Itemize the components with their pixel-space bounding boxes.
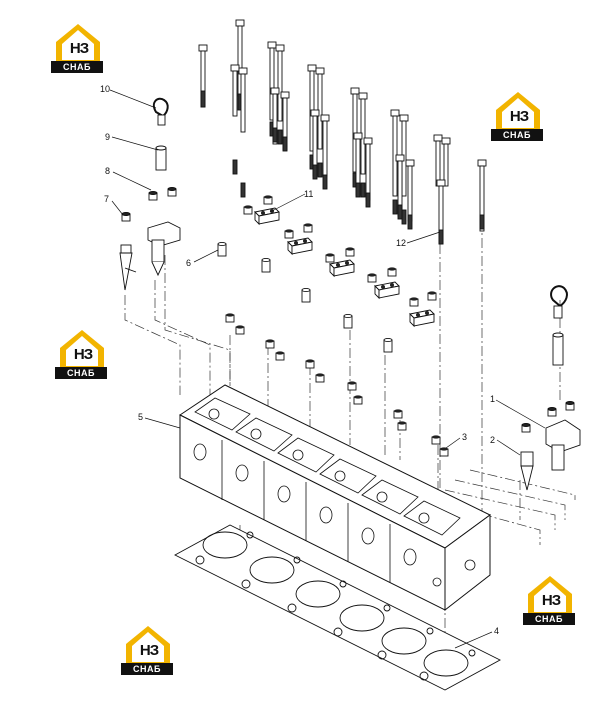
logo-name: СНАБ xyxy=(523,613,575,625)
logo-name: СНАБ xyxy=(55,367,107,379)
logo-mark: НЗ xyxy=(139,642,159,659)
logo-mark: НЗ xyxy=(509,108,529,125)
head-bolts xyxy=(198,19,487,245)
sleeves xyxy=(217,241,393,353)
valve-bridges xyxy=(243,194,437,327)
leader-lines xyxy=(109,89,546,649)
callout-12: 12 xyxy=(396,238,406,248)
brand-logo-top-right: НЗ СНАБ xyxy=(488,88,548,146)
head-gasket xyxy=(174,524,501,691)
logo-mark: НЗ xyxy=(73,346,93,363)
logo-name: СНАБ xyxy=(51,61,103,73)
cylinder-head xyxy=(179,384,491,612)
callout-4: 4 xyxy=(494,626,499,636)
brand-logo-bottom-left: НЗ СНАБ xyxy=(118,622,178,680)
callout-7: 7 xyxy=(104,194,109,204)
callout-10: 10 xyxy=(100,84,110,94)
brand-logo-bottom-right: НЗ СНАБ xyxy=(520,572,580,630)
logo-name: СНАБ xyxy=(491,129,543,141)
callout-2: 2 xyxy=(490,435,495,445)
callout-9: 9 xyxy=(105,132,110,142)
callout-6: 6 xyxy=(186,258,191,268)
left-injector-assembly xyxy=(119,97,181,291)
callout-1: 1 xyxy=(490,394,495,404)
brand-logo-mid-left: НЗ СНАБ xyxy=(52,326,112,384)
callout-11: 11 xyxy=(304,189,313,199)
logo-mark: НЗ xyxy=(541,592,561,609)
logo-name: СНАБ xyxy=(121,663,173,675)
brand-logo-top-left: НЗ СНАБ xyxy=(48,20,108,78)
callout-8: 8 xyxy=(105,166,110,176)
callout-labels: 1 2 3 4 5 6 7 8 9 10 11 12 xyxy=(100,84,499,636)
callout-3: 3 xyxy=(462,432,467,442)
right-injector-assembly xyxy=(520,285,581,491)
logo-mark: НЗ xyxy=(69,40,89,57)
callout-5: 5 xyxy=(138,412,143,422)
